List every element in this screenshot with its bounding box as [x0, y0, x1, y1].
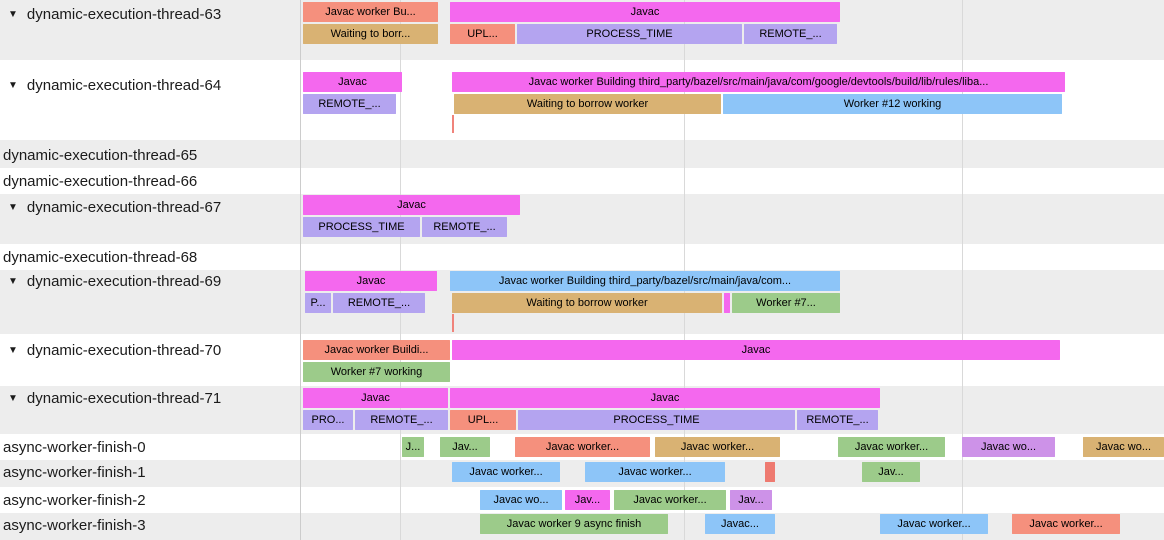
trace-slice[interactable]: Javac worker Bu...	[303, 2, 438, 22]
track-name: async-worker-finish-0	[3, 438, 146, 456]
track-name: dynamic-execution-thread-67	[26, 198, 222, 216]
trace-slice[interactable]: P...	[305, 293, 331, 313]
track-label-async-worker-finish-0[interactable]: async-worker-finish-0	[0, 437, 146, 457]
trace-slice[interactable]: Javac worker...	[655, 437, 780, 457]
trace-slice[interactable]: Jav...	[862, 462, 920, 482]
track-label-dynamic-execution-thread-67[interactable]: ▼ dynamic-execution-thread-67	[0, 197, 221, 217]
track-label-dynamic-execution-thread-70[interactable]: ▼ dynamic-execution-thread-70	[0, 340, 221, 360]
trace-slice[interactable]: PROCESS_TIME	[517, 24, 742, 44]
collapse-arrow-icon[interactable]: ▼	[8, 345, 18, 356]
trace-slice[interactable]	[724, 293, 730, 313]
trace-slice[interactable]: PROCESS_TIME	[518, 410, 795, 430]
trace-slice[interactable]: Waiting to borr...	[303, 24, 438, 44]
trace-slice[interactable]: PROCESS_TIME	[303, 217, 420, 237]
track-stripe	[0, 460, 1164, 487]
track-name: dynamic-execution-thread-68	[3, 248, 198, 266]
trace-slice[interactable]: Javac	[450, 2, 840, 22]
trace-slice[interactable]: REMOTE_...	[333, 293, 425, 313]
time-gridline	[400, 0, 401, 540]
track-label-dynamic-execution-thread-71[interactable]: ▼ dynamic-execution-thread-71	[0, 388, 221, 408]
trace-slice[interactable]: Waiting to borrow worker	[452, 293, 722, 313]
track-label-dynamic-execution-thread-64[interactable]: ▼ dynamic-execution-thread-64	[0, 75, 221, 95]
trace-slice[interactable]: REMOTE_...	[797, 410, 878, 430]
trace-slice[interactable]: Javac worker...	[838, 437, 945, 457]
trace-slice[interactable]: Javac wo...	[962, 437, 1055, 457]
trace-slice[interactable]: Jav...	[730, 490, 772, 510]
track-label-dynamic-execution-thread-69[interactable]: ▼ dynamic-execution-thread-69	[0, 271, 221, 291]
trace-slice[interactable]: Javac worker...	[614, 490, 726, 510]
track-name: async-worker-finish-3	[3, 516, 146, 534]
trace-slice[interactable]: Javac worker Building third_party/bazel/…	[450, 271, 840, 291]
track-stripe	[0, 194, 1164, 244]
collapse-arrow-icon[interactable]: ▼	[8, 393, 18, 404]
collapse-arrow-icon[interactable]: ▼	[8, 9, 18, 20]
trace-slice[interactable]: Javac worker Building third_party/bazel/…	[452, 72, 1065, 92]
trace-slice[interactable]: Javac worker...	[1012, 514, 1120, 534]
trace-slice[interactable]: REMOTE_...	[422, 217, 507, 237]
time-gridline	[684, 0, 685, 540]
trace-slice[interactable]: REMOTE_...	[303, 94, 396, 114]
track-name: async-worker-finish-2	[3, 491, 146, 509]
trace-slice[interactable]: Javac...	[705, 514, 775, 534]
trace-slice[interactable]: Javac worker...	[880, 514, 988, 534]
trace-slice[interactable]: Javac wo...	[480, 490, 562, 510]
track-stripe	[0, 168, 1164, 194]
trace-slice[interactable]: Javac wo...	[1083, 437, 1164, 457]
trace-slice[interactable]: Worker #7 working	[303, 362, 450, 382]
trace-slice[interactable]: Javac worker 9 async finish	[480, 514, 668, 534]
trace-slice[interactable]: J...	[402, 437, 424, 457]
collapse-arrow-icon[interactable]: ▼	[8, 202, 18, 213]
trace-slice[interactable]: Javac	[303, 388, 448, 408]
track-name: dynamic-execution-thread-63	[26, 5, 222, 23]
instant-marker[interactable]	[452, 314, 454, 332]
trace-slice[interactable]: Javac	[303, 195, 520, 215]
track-label-dynamic-execution-thread-63[interactable]: ▼ dynamic-execution-thread-63	[0, 4, 221, 24]
track-label-dynamic-execution-thread-68[interactable]: dynamic-execution-thread-68	[0, 247, 197, 267]
trace-slice[interactable]: Waiting to borrow worker	[454, 94, 721, 114]
track-stripe	[0, 244, 1164, 270]
instant-marker[interactable]	[452, 115, 454, 133]
collapse-arrow-icon[interactable]: ▼	[8, 276, 18, 287]
trace-slice[interactable]: UPL...	[450, 410, 516, 430]
trace-slice[interactable]: REMOTE_...	[744, 24, 837, 44]
trace-slice[interactable]: Javac	[303, 72, 402, 92]
track-name: dynamic-execution-thread-66	[3, 172, 198, 190]
trace-slice[interactable]: Javac worker...	[585, 462, 725, 482]
track-name: async-worker-finish-1	[3, 463, 146, 481]
track-label-async-worker-finish-1[interactable]: async-worker-finish-1	[0, 462, 146, 482]
track-name: dynamic-execution-thread-70	[26, 341, 222, 359]
trace-slice[interactable]: Javac	[450, 388, 880, 408]
trace-slice[interactable]: Javac	[452, 340, 1060, 360]
track-name: dynamic-execution-thread-71	[26, 389, 222, 407]
track-label-dynamic-execution-thread-65[interactable]: dynamic-execution-thread-65	[0, 145, 197, 165]
trace-slice[interactable]: UPL...	[450, 24, 515, 44]
trace-slice[interactable]: Javac worker...	[515, 437, 650, 457]
track-name: dynamic-execution-thread-65	[3, 146, 198, 164]
panel-divider	[300, 0, 301, 540]
trace-slice[interactable]	[765, 462, 775, 482]
trace-slice[interactable]: Jav...	[440, 437, 490, 457]
trace-slice[interactable]: Javac worker Buildi...	[303, 340, 450, 360]
track-stripe	[0, 140, 1164, 168]
track-label-async-worker-finish-3[interactable]: async-worker-finish-3	[0, 515, 146, 535]
time-gridline	[962, 0, 963, 540]
trace-slice[interactable]: PRO...	[303, 410, 353, 430]
track-name: dynamic-execution-thread-64	[26, 76, 222, 94]
track-label-dynamic-execution-thread-66[interactable]: dynamic-execution-thread-66	[0, 171, 197, 191]
trace-slice[interactable]: REMOTE_...	[355, 410, 448, 430]
trace-slice[interactable]: Worker #12 working	[723, 94, 1062, 114]
trace-slice[interactable]: Worker #7...	[732, 293, 840, 313]
trace-slice[interactable]: Javac	[305, 271, 437, 291]
trace-slice[interactable]: Javac worker...	[452, 462, 560, 482]
collapse-arrow-icon[interactable]: ▼	[8, 80, 18, 91]
trace-slice[interactable]: Jav...	[565, 490, 610, 510]
track-label-async-worker-finish-2[interactable]: async-worker-finish-2	[0, 490, 146, 510]
track-name: dynamic-execution-thread-69	[26, 272, 222, 290]
